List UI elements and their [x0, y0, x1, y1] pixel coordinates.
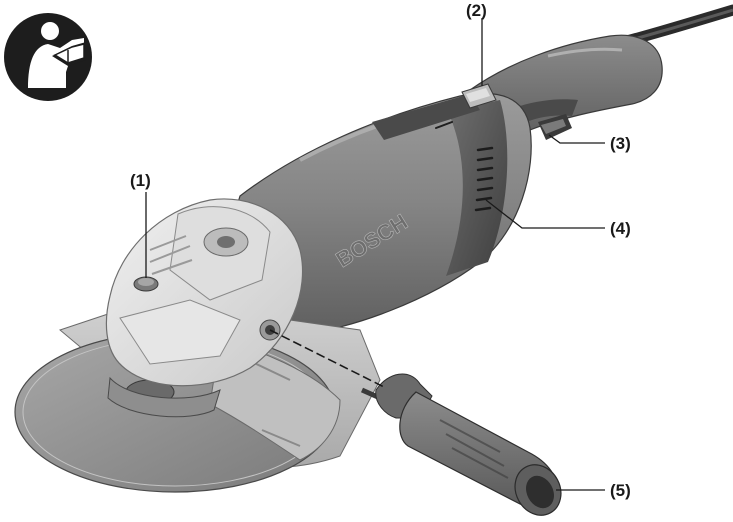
callout-1: (1) [130, 171, 151, 190]
read-manual-icon [4, 13, 92, 101]
leader-lines [145, 18, 605, 491]
gear-head [105, 198, 304, 418]
callout-5: (5) [610, 481, 631, 500]
on-off-switch [372, 83, 497, 140]
mounting-guide-line [269, 329, 387, 389]
ventilation-slots [474, 146, 494, 212]
release-trigger [538, 114, 572, 140]
callout-2: (2) [466, 1, 487, 20]
spindle-lock-button [133, 276, 159, 292]
auxiliary-handle [360, 373, 562, 516]
callout-4: (4) [610, 219, 631, 238]
callout-3: (3) [610, 134, 631, 153]
